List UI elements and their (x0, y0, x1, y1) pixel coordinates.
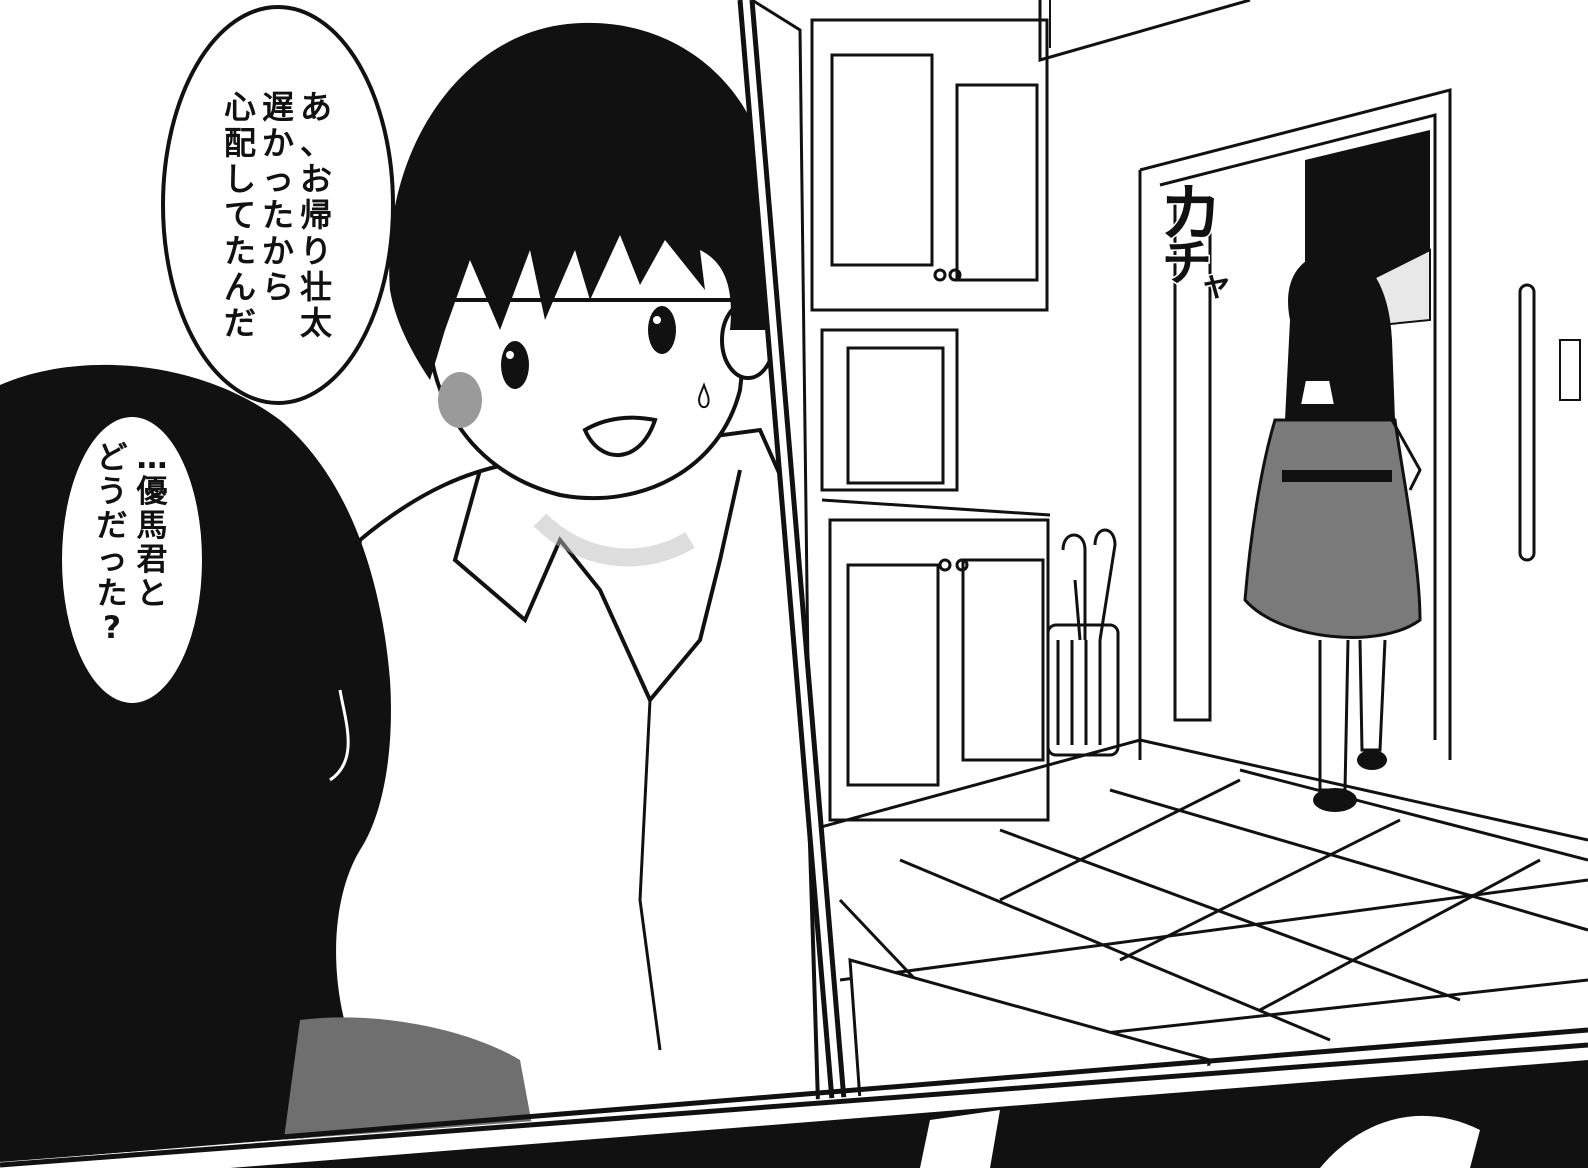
door-mat (848, 957, 1212, 1100)
sound-effect-char: チ (1162, 234, 1212, 292)
boy-hair (389, 22, 770, 380)
boy-mouth (582, 415, 658, 457)
girl-in-doorway (1243, 251, 1422, 812)
floor-tiles (809, 738, 1588, 1092)
boy-eye-left (501, 341, 529, 389)
middle-cabinet (820, 328, 1051, 517)
bubble-text-line: 遅かったから (262, 88, 294, 306)
sweat-drop (698, 382, 710, 409)
sound-effect: カ チ ャ (1159, 176, 1234, 305)
next-panel-strip (0, 1040, 1588, 1168)
umbrella-stand (1046, 528, 1120, 757)
sound-effect-char: ャ (1200, 265, 1232, 303)
sound-effect-char: カ (1160, 177, 1222, 250)
bubble-text-line: どうだった? (97, 440, 128, 646)
light-switch (1559, 339, 1581, 401)
boy-eye-right (648, 306, 676, 354)
bubble-text-line: 心配してたんだ (224, 88, 256, 342)
right-panel: カ チ ャ (752, 0, 1588, 1100)
upper-cabinet (810, 18, 1049, 312)
bubble-text-line: あ、お帰り壮太 (300, 88, 332, 342)
boy-collar (452, 469, 742, 704)
bubble-text-line: …優馬君と (136, 440, 169, 612)
entrance-door (1138, 88, 1452, 760)
handrail (1518, 283, 1536, 562)
